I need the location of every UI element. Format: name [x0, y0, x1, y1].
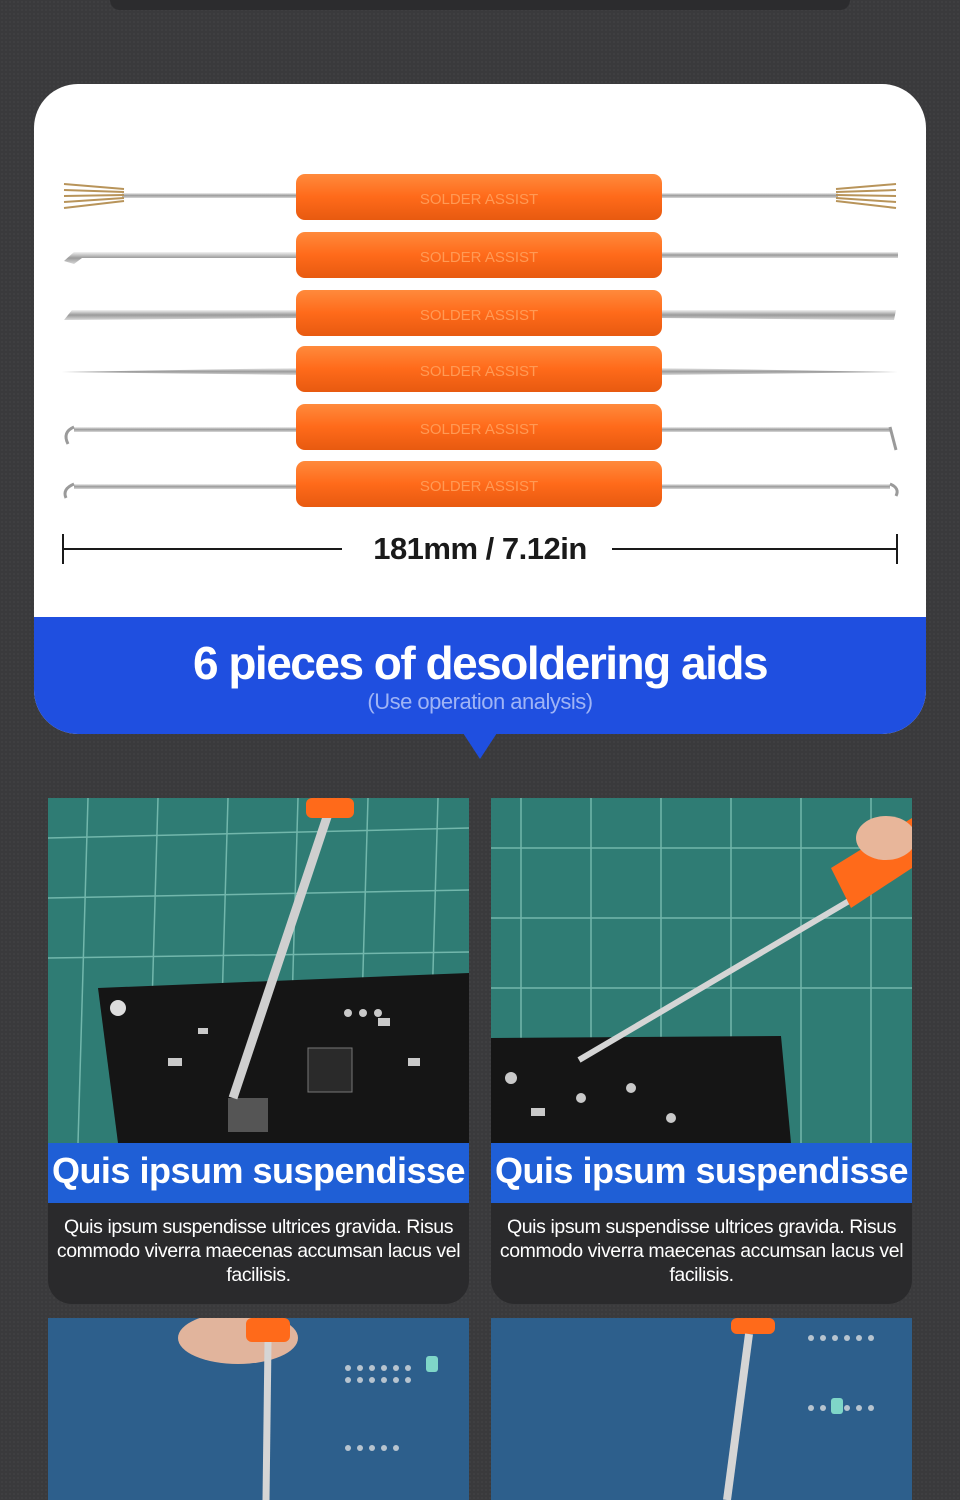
feature-title: Quis ipsum suspendisse — [491, 1143, 912, 1203]
svg-text:SOLDER ASSIST: SOLDER ASSIST — [420, 307, 538, 324]
feature-photo-scraper-on-pcb — [48, 798, 469, 1143]
wire-brush-icon — [63, 183, 897, 209]
feature-photo-pick-on-board — [491, 1318, 912, 1500]
feature-photo-pick-on-pcb — [491, 798, 912, 1143]
svg-text:SOLDER ASSIST: SOLDER ASSIST — [420, 249, 538, 266]
title-band: 6 pieces of desoldering aids (Use operat… — [34, 617, 926, 734]
tool-handle — [296, 232, 662, 278]
length-measurement: 181mm / 7.12in — [62, 532, 898, 566]
svg-text:SOLDER ASSIST: SOLDER ASSIST — [420, 191, 538, 208]
pointer-triangle-icon — [463, 733, 497, 759]
feature-photo-hook-on-board — [48, 1318, 469, 1500]
tool-handle — [296, 174, 662, 220]
tool-handle — [296, 461, 662, 507]
tool-handle — [296, 404, 662, 450]
tool-handle — [296, 346, 662, 392]
product-hero-card: SOLDER ASSIST SOLDER ASSIST SOLDER ASSIS… — [34, 84, 926, 734]
tool-scraper: SOLDER ASSIST — [64, 290, 896, 336]
feature-description: Quis ipsum suspendisse ultrices gravida.… — [491, 1203, 912, 1304]
feature-description: Quis ipsum suspendisse ultrices gravida.… — [48, 1203, 469, 1304]
svg-text:SOLDER ASSIST: SOLDER ASSIST — [420, 363, 538, 380]
feature-card: Quis ipsum suspendisse Quis ipsum suspen… — [491, 798, 912, 1304]
feature-title: Quis ipsum suspendisse — [48, 1143, 469, 1203]
tool-handle — [296, 290, 662, 336]
tool-pick: SOLDER ASSIST — [62, 346, 898, 392]
page-subtitle: (Use operation analysis) — [367, 689, 593, 714]
svg-text:SOLDER ASSIST: SOLDER ASSIST — [420, 478, 538, 495]
feature-card: Quis ipsum suspendisse Quis ipsum suspen… — [48, 798, 469, 1304]
tool-fork: SOLDER ASSIST — [64, 232, 898, 278]
tool-hook: SOLDER ASSIST — [64, 404, 898, 451]
svg-text:SOLDER ASSIST: SOLDER ASSIST — [420, 421, 538, 438]
measurement-label: 181mm / 7.12in — [373, 531, 587, 566]
page-title: 6 pieces of desoldering aids — [192, 637, 769, 689]
tool-set-illustration: SOLDER ASSIST SOLDER ASSIST SOLDER ASSIS… — [62, 174, 899, 507]
tool-brush: SOLDER ASSIST — [63, 174, 897, 220]
top-strip — [110, 0, 850, 10]
tool-curved-hook: SOLDER ASSIST — [63, 461, 899, 507]
